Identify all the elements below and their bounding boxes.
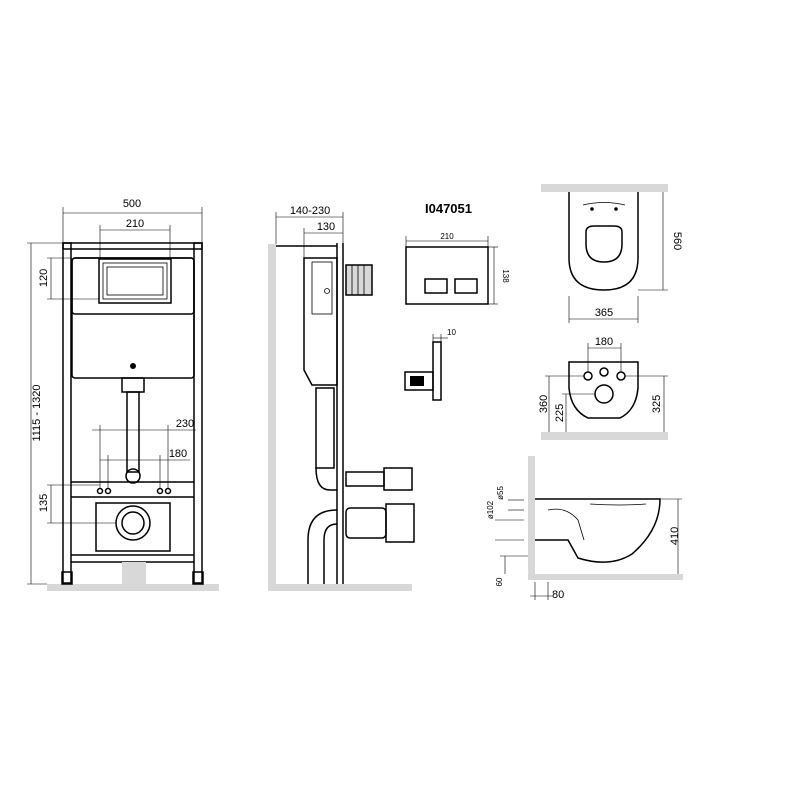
- inlet-diameter-label: ø55: [496, 486, 505, 500]
- side-flush-pipe: [315, 387, 335, 469]
- service-opening-inner: [102, 262, 168, 300]
- front-width-label: 500: [123, 198, 141, 210]
- stud-icon: [164, 487, 172, 495]
- bowl-back-view: 180 360 225 325: [538, 336, 668, 440]
- bowl-length-label: 560: [671, 232, 683, 250]
- wall: [268, 244, 276, 584]
- plate-side-mechanism: [404, 371, 434, 391]
- frame-upright-right: [193, 242, 203, 584]
- seat-hinge-line: [582, 202, 626, 206]
- drain-pipe: [122, 562, 146, 584]
- back-right-label: 325: [651, 395, 663, 413]
- bolt-hole-icon: [583, 371, 593, 381]
- side-height-label: 410: [669, 527, 681, 545]
- product-code: I047051: [425, 201, 472, 216]
- front-inner-width-label: 210: [126, 218, 144, 230]
- valve-screw-icon: [324, 288, 330, 294]
- pipe-bend: [315, 467, 337, 491]
- bowl-side-view: 410 ø55 ø102 60 80: [486, 456, 683, 601]
- floor-label: 60: [495, 577, 504, 586]
- outlet-outer: [115, 505, 151, 541]
- cistern-side: [303, 257, 338, 386]
- bowl-rim: [589, 503, 647, 506]
- bowl-top-view: 560 365: [541, 184, 683, 323]
- back-bolt-spacing-label: 180: [595, 336, 613, 348]
- flush-pipe: [126, 391, 140, 473]
- outlet-bracket: [95, 502, 171, 552]
- cistern-valve: [311, 261, 333, 315]
- pipe-collar: [121, 377, 145, 393]
- plate-width-label: 210: [440, 232, 454, 241]
- bowl-back-outline: [568, 361, 639, 419]
- button-profile: [346, 265, 372, 295]
- foot-right: [192, 571, 204, 585]
- plate-height-label: 138: [501, 269, 510, 283]
- stud-icon: [104, 487, 112, 495]
- cistern: [71, 257, 195, 379]
- inlet-hole-icon: [599, 367, 609, 377]
- side-depth-label: 140-230: [290, 205, 330, 217]
- flush-plate: I047051 210 138 10: [404, 201, 510, 401]
- top-rail: [62, 242, 203, 250]
- front-bolt-spacing-label: 180: [169, 448, 187, 460]
- cistern-marker-icon: [130, 363, 136, 369]
- bowl-side-outline: [535, 498, 661, 563]
- hinge-icon: [590, 207, 594, 211]
- plate-side-profile: [432, 341, 442, 401]
- top-view-wall: [541, 184, 668, 192]
- plate-side-block: [410, 376, 424, 386]
- side-view-floor: [528, 574, 683, 580]
- frame-upright-left: [62, 242, 72, 584]
- plate-thickness-label: 10: [447, 328, 456, 337]
- bolt-hole-icon: [616, 371, 626, 381]
- bowl-side-trap: [547, 508, 585, 541]
- side-view-wall: [528, 456, 535, 578]
- plate-outline: [405, 246, 489, 305]
- back-height-label: 360: [538, 395, 550, 413]
- front-outlet-height-label: 135: [38, 494, 50, 512]
- drain-bend: [307, 509, 338, 584]
- seat-opening: [585, 225, 623, 263]
- front-stud-spacing-label: 230: [176, 418, 194, 430]
- outlet-connector: [345, 507, 387, 539]
- side-floor: [268, 584, 412, 591]
- front-top-offset-label: 120: [38, 269, 50, 287]
- back-view-floor: [541, 432, 668, 440]
- foot-left: [61, 571, 73, 585]
- front-view: 500 210 1115 - 1320 120 230 180 135: [27, 198, 219, 591]
- plate-button-left: [424, 278, 448, 294]
- outlet-inner: [121, 511, 145, 535]
- front-height-label: 1115 - 1320: [31, 384, 43, 441]
- outlet-hole-icon: [594, 384, 614, 404]
- plate-button-right: [454, 278, 478, 294]
- inlet-fitting: [383, 467, 413, 491]
- floor: [47, 584, 219, 591]
- bowl-width-label: 365: [595, 307, 613, 319]
- service-opening: [98, 258, 172, 304]
- outlet-diameter-label: ø102: [486, 500, 495, 519]
- back-lower-label: 225: [554, 404, 566, 422]
- cistern-upper: [71, 257, 195, 315]
- bowl-top-outline: [568, 192, 639, 291]
- outlet-fitting: [385, 503, 415, 543]
- service-frame: [106, 266, 164, 296]
- button-housing: [345, 264, 373, 296]
- stud-icon: [96, 487, 104, 495]
- side-view: 140-230 130: [268, 205, 415, 591]
- pipe-joint: [125, 468, 141, 484]
- drain-bend-inner: [323, 523, 338, 584]
- wall-label: 80: [552, 589, 564, 601]
- inlet-connector: [345, 471, 385, 487]
- hinge-icon: [614, 207, 618, 211]
- stud-icon: [156, 487, 164, 495]
- side-frame-depth-label: 130: [317, 221, 335, 233]
